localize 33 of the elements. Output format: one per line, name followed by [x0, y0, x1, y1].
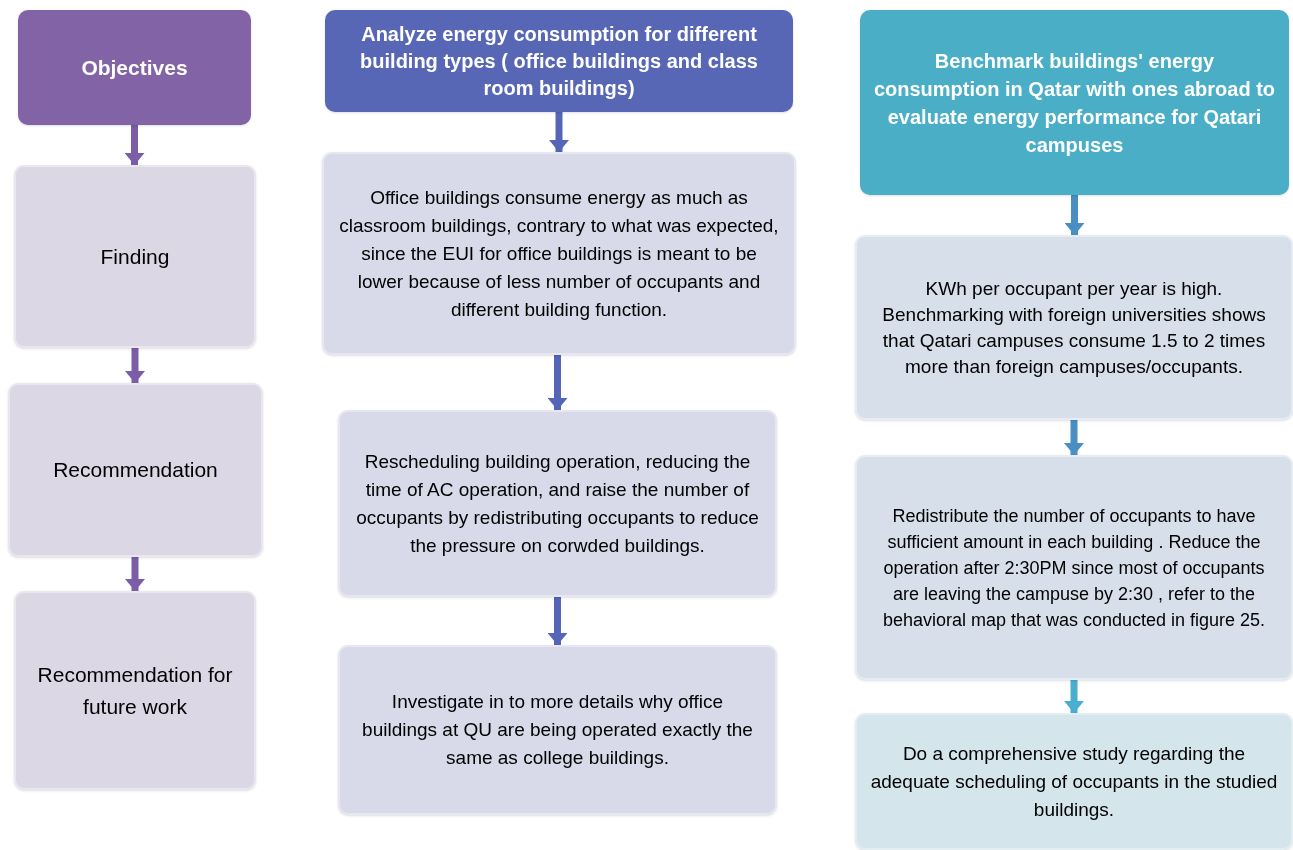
box-text: Analyze energy consumption for different building types ( office buildings and class room buildings)	[359, 21, 759, 101]
process-box	[338, 645, 777, 815]
arrow	[125, 557, 145, 591]
arrow	[125, 348, 145, 383]
arrow	[1064, 680, 1084, 713]
header-box	[860, 10, 1289, 195]
arrow	[124, 125, 145, 165]
arrow	[547, 597, 568, 645]
header-box	[18, 10, 251, 125]
process-box	[8, 383, 263, 557]
process-box	[855, 455, 1293, 680]
box-text: Recommendation for future work	[36, 662, 234, 720]
box-text: Rescheduling building operation, reducing the time of AC operation, and raise the number of occupants by redistributing occupants to reduce the pressure on corwded buildings.	[355, 449, 760, 558]
arrow	[547, 355, 568, 410]
box-text: Recommendation	[53, 457, 218, 484]
process-box	[338, 410, 777, 597]
box-text: Benchmark buildings' energy consumption in Qatar with ones abroad to evaluate energy performance for Qatari campuses	[872, 48, 1277, 158]
box-text: Objectives	[81, 54, 188, 81]
process-box	[855, 713, 1293, 850]
arrow	[549, 112, 569, 152]
box-text: Do a comprehensive study regarding the adequate scheduling of occupants in the studied buildings.	[869, 741, 1279, 822]
box-text: Investigate in to more details why office buildings at QU are being operated exactly the same as college buildings.	[361, 690, 754, 770]
box-text: Redistribute the number of occupants to have sufficient amount in each building . Reduce the operation after 2:30PM since most of occupants are leaving the campuse by 2:30 , refer to the behavioral map that was conducted in figure 25.	[881, 504, 1267, 632]
process-box	[14, 165, 256, 348]
box-text: Finding	[100, 243, 170, 270]
arrow	[1064, 195, 1085, 235]
process-box	[14, 591, 256, 790]
box-text: Office buildings consume energy as much as classroom buildings, contrary to what was expected, since the EUI for office buildings is meant to be lower because of less number of occupants and different building function.	[338, 185, 780, 322]
process-box	[322, 152, 796, 355]
process-box	[855, 235, 1293, 420]
box-text: KWh per occupant per year is high. Benchmarking with foreign universities shows that Qatari campuses consume 1.5 to 2 times more than foreign campuses/occupants.	[881, 276, 1267, 379]
arrow	[1064, 420, 1084, 455]
header-box	[325, 10, 793, 112]
